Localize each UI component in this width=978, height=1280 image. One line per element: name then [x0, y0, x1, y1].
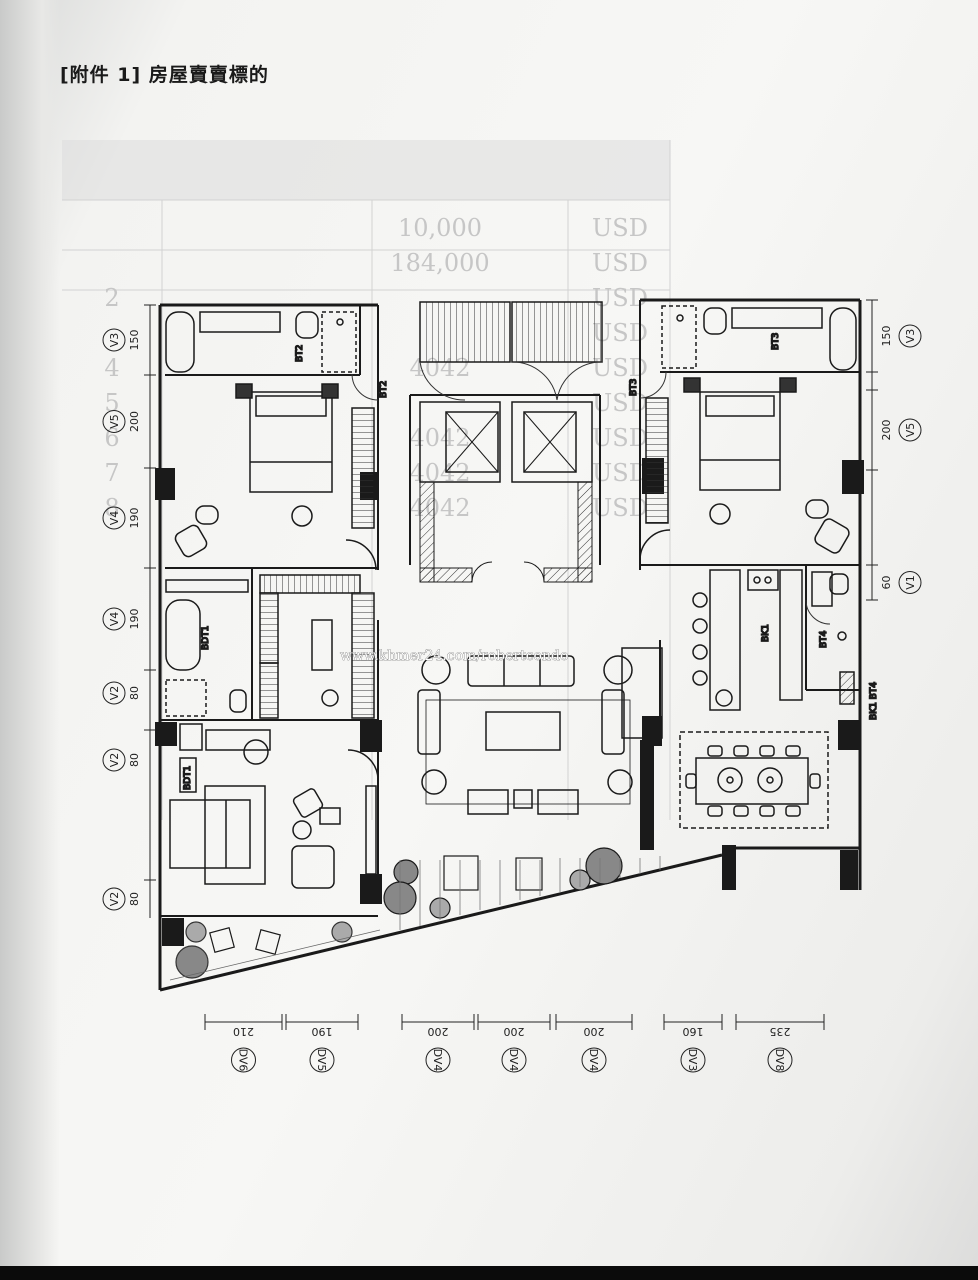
- right-dim-value: 200: [880, 420, 893, 441]
- left-grid-label: V4: [108, 511, 121, 526]
- interior-walls: [160, 300, 860, 917]
- left-grid-bubble: [102, 607, 126, 631]
- bottom-dim-value: 160: [683, 1025, 704, 1038]
- right-grid-label: V1: [904, 575, 917, 590]
- screen-bottom-bar: [0, 1266, 978, 1280]
- page-heading: [附件 1] 房屋賣賣標的: [60, 64, 269, 86]
- bottom-grid-bubble: [501, 1047, 527, 1073]
- bt3-door-label: BT3: [629, 379, 639, 396]
- left-grid-label: V4: [108, 612, 121, 627]
- bottom-grid-bubble: [581, 1047, 607, 1073]
- bg-table-cell: USD: [592, 249, 648, 277]
- bottom-grid-label: DV4: [587, 1049, 600, 1072]
- left-grid-label: V2: [108, 686, 121, 701]
- bottom-grid-bubble: [680, 1047, 706, 1073]
- bottom-dim-value: 235: [770, 1025, 791, 1038]
- left-dim-value: 200: [128, 411, 141, 432]
- bathroom-bt2: BT2 BT2: [165, 311, 390, 399]
- bottom-grid-label: DV5: [315, 1049, 328, 1072]
- bottom-dim-value: 200: [504, 1025, 525, 1038]
- dining-area: [679, 731, 829, 829]
- left-grid-bubble: [102, 748, 126, 772]
- bathroom-bdt1: BDT1: [165, 579, 249, 717]
- left-dim-value: 190: [128, 609, 141, 630]
- master-bedroom: BDT1: [169, 723, 379, 889]
- left-grid-label: V2: [108, 753, 121, 768]
- bottom-grid-bubble: [425, 1047, 451, 1073]
- main-balcony: [383, 847, 661, 930]
- left-dim-value: 80: [128, 753, 141, 767]
- watermark-text: www.khmer24.com/robertcondo: [340, 648, 568, 664]
- right-dimensions: 150 V3 200 V5 60 V1: [866, 299, 922, 601]
- bt4-label: BT4: [819, 630, 829, 648]
- bg-table-cell: 5: [104, 389, 119, 417]
- bg-table-cell: 8: [104, 494, 119, 522]
- bt2-label: BT2: [295, 345, 305, 362]
- page-edge-shadow: [0, 0, 60, 1280]
- left-grid-bubble: [102, 506, 126, 530]
- bottom-grid-bubble: [309, 1047, 335, 1073]
- elevators: [419, 401, 593, 583]
- bedroom-top-left: [174, 383, 377, 571]
- bg-table-cell: USD: [592, 389, 648, 417]
- right-grid-bubble: [898, 324, 922, 348]
- left-grid-bubble: [102, 681, 126, 705]
- stairwell: [419, 301, 603, 401]
- bdt1-lower-label: BDT1: [183, 766, 193, 790]
- bg-table-cell: USD: [592, 424, 648, 452]
- bottom-grid-label: DV3: [686, 1049, 699, 1072]
- left-dim-value: 150: [128, 330, 141, 351]
- bg-table-cell: USD: [592, 214, 648, 242]
- bg-table-cell: 10,000: [398, 214, 482, 242]
- bathroom-bt3: BT3 BT3: [628, 305, 857, 397]
- bedroom-top-right: [639, 377, 850, 561]
- bdt1-label: BDT1: [201, 626, 211, 650]
- bottom-dim-value: 210: [233, 1025, 254, 1038]
- left-grid-bubble: [102, 410, 126, 433]
- bottom-grid-bubble: [767, 1047, 793, 1073]
- bg-table-cell: USD: [592, 494, 648, 522]
- bk1-label: BK1: [761, 624, 771, 642]
- bk1-bt4-label: BK1 BT4: [869, 682, 879, 720]
- left-grid-label: V5: [108, 414, 121, 429]
- right-grid-bubble: [898, 418, 922, 442]
- left-grid-bubble: [102, 328, 126, 352]
- right-dim-value: 150: [880, 326, 893, 347]
- bg-table-cell: USD: [592, 459, 648, 487]
- bottom-grid-label: DV4: [431, 1049, 444, 1072]
- bg-table-cell: 184,000: [390, 249, 489, 277]
- right-dim-value: 60: [880, 576, 893, 590]
- bottom-dim-value: 200: [428, 1025, 449, 1038]
- bg-table-cell: 7: [104, 459, 119, 487]
- walk-in-closet: [259, 574, 375, 719]
- left-balcony: [169, 921, 381, 981]
- bt2-door-label: BT2: [379, 381, 389, 398]
- bg-table-cell: 4: [104, 354, 119, 382]
- exterior-walls: [158, 298, 862, 992]
- left-dim-value: 80: [128, 892, 141, 906]
- bottom-dim-value: 200: [584, 1025, 605, 1038]
- left-dim-value: 190: [128, 508, 141, 529]
- left-dim-value: 80: [128, 686, 141, 700]
- left-grid-label: V2: [108, 892, 121, 907]
- bottom-grid-label: DV8: [773, 1049, 786, 1072]
- bottom-grid-label: DV4: [507, 1049, 520, 1072]
- left-grid-label: V3: [108, 333, 121, 348]
- living-room: [417, 647, 663, 815]
- bg-table-cell: 2: [104, 284, 119, 312]
- right-grid-bubble: [898, 571, 922, 594]
- right-grid-label: V3: [904, 329, 917, 344]
- bottom-grid-label: DV6: [237, 1049, 250, 1072]
- bottom-dim-value: 190: [312, 1025, 333, 1038]
- bt3-label: BT3: [771, 333, 781, 350]
- bottom-grid-bubble: [231, 1047, 256, 1073]
- kitchen-bk1: BK1 BT4 BK1 BT4: [692, 569, 880, 721]
- door-swings: [351, 371, 831, 625]
- left-grid-bubble: [102, 887, 126, 911]
- right-grid-label: V5: [904, 423, 917, 438]
